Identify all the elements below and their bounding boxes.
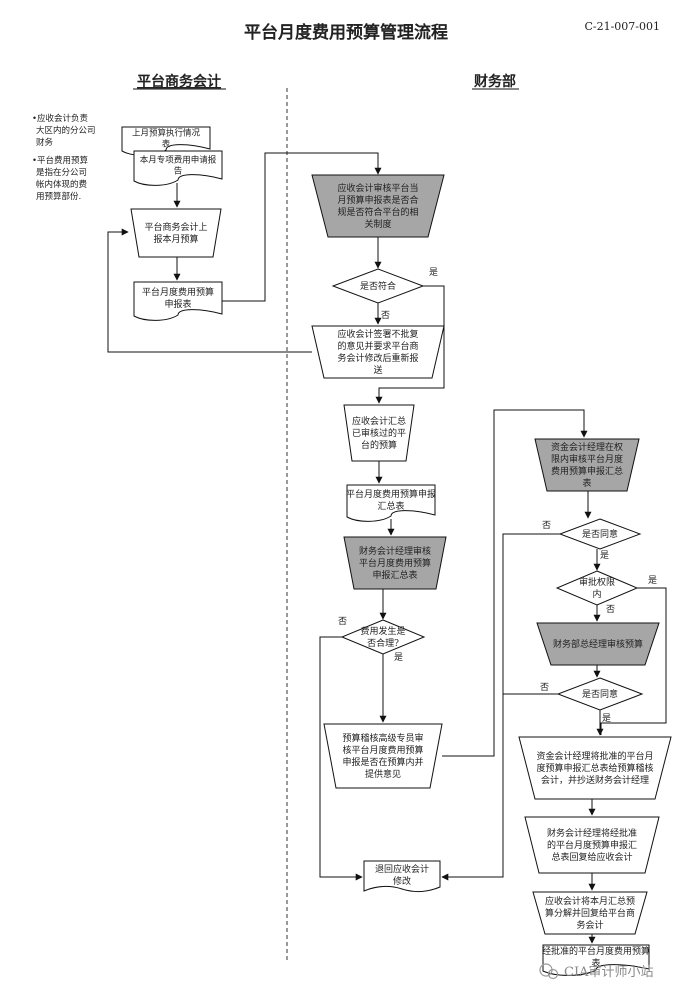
note-1: •应收会计负责大区内的分公司财务 [32, 113, 96, 148]
step-reject-return: 应收会计签署不批复的意见并要求平台商务会计修改后重新报送 [311, 325, 445, 379]
decision-comply-label: 是否符合 [360, 280, 396, 292]
decision-agree-1: 是否同意 [558, 518, 642, 550]
flow-shapes: 上月预算执行情况表本月专项费用申请报告平台商务会计上报本月预算平台月度费用预算申… [121, 126, 672, 976]
arrow-agree1-no [441, 533, 560, 881]
doc-budget-application-label: 平台月度费用预算申报表 [142, 286, 214, 310]
decision-reasonable-label: 费用发生是否合理? [360, 625, 405, 649]
watermark-text: CIA审计师小站 [564, 965, 653, 980]
step-manager-review: 财务会计经理审核平台月度费用预算申报汇总表 [343, 536, 447, 590]
step-senior-audit: 预算稽核高级专员审核平台月度费用预算申报是否在预算内并提供意见 [323, 723, 443, 789]
decision-agree-2: 是否同意 [556, 677, 644, 711]
decision-agree-2-label: 是否同意 [582, 688, 618, 700]
step-summarize-label: 应收会计汇总已审核过的平台的预算 [352, 415, 406, 451]
lane-header-right: 财务部 [473, 73, 516, 90]
wechat-icon-bubble [547, 968, 559, 980]
label-reasonable-no: 否 [338, 616, 347, 627]
step-submit-budget-label: 平台商务会计上报本月预算 [144, 221, 207, 245]
arrow-reasonable-no [319, 636, 363, 881]
document-code: C-21-007-001 [584, 20, 660, 33]
label-authority-no: 否 [606, 604, 615, 615]
step-fund-manager-approve: 资金会计经理将批准的平台月度预算申报汇总表给预算稽核会计，并抄送财务会计经理 [518, 736, 672, 800]
doc-budget-summary-label: 平台月度费用预算申报汇总表 [346, 488, 436, 512]
doc-special-request-label: 本月专项费用申请报告 [140, 154, 217, 176]
step-decompose-budget: 应收会计将本月汇总预算分解并回复给平台商务会计 [532, 891, 648, 935]
step-summarize: 应收会计汇总已审核过的平台的预算 [343, 404, 415, 462]
watermark: CIA审计师小站 [539, 963, 653, 980]
doc-special-request: 本月专项费用申请报告 [133, 150, 223, 186]
label-authority-yes: 是 [648, 575, 657, 586]
decision-authority: 审批权限内 [555, 570, 639, 606]
arrow-comply-yes [375, 285, 445, 404]
label-agree2-no: 否 [540, 682, 549, 693]
decision-reasonable: 费用发生是否合理? [340, 619, 426, 655]
step-fund-manager-approve-label: 资金会计经理将批准的平台月度预算申报汇总表给预算稽核会计，并抄送财务会计经理 [536, 750, 653, 786]
step-fund-manager-review-label: 资金会计经理在权限内审核平台月度费用预算申报汇总表 [551, 441, 623, 489]
doc-exec-report: 上月预算执行情况表 [121, 126, 211, 156]
step-gm-review-label: 财务部总经理审核预算 [553, 638, 643, 650]
label-agree1-no: 否 [542, 520, 551, 531]
step-finance-manager-approve: 财务会计经理将经批准的平台月度预算申报汇总表回复给应收会计 [524, 816, 660, 874]
step-manager-review-label: 财务会计经理审核平台月度费用预算申报汇总表 [359, 545, 431, 581]
decision-comply: 是否符合 [331, 268, 425, 304]
page-title: 平台月度费用预算管理流程 [244, 22, 448, 43]
doc-approved-budget-label: 经批准的平台月度费用预算表 [542, 945, 650, 969]
step-reject-return-label: 应收会计签署不批复的意见并要求平台商务会计修改后重新报送 [337, 328, 418, 376]
step-review-application: 应收会计审核平台当月预算申报表是否合规是否符合平台的相关制度 [311, 174, 445, 238]
step-fund-manager-review: 资金会计经理在权限内审核平台月度费用预算申报汇总表 [534, 438, 640, 492]
step-gm-review: 财务部总经理审核预算 [536, 622, 660, 666]
label-reasonable-yes: 是 [394, 652, 403, 663]
doc-budget-application: 平台月度费用预算申报表 [133, 281, 223, 321]
step-return-revise: 退回应收会计修改 [363, 860, 441, 893]
label-agree1-yes: 是 [600, 550, 609, 561]
step-senior-audit-label: 预算稽核高级专员审核平台月度费用预算申报是否在预算内并提供意见 [342, 732, 423, 780]
doc-exec-report-label: 上月预算执行情况表 [132, 127, 201, 149]
step-submit-budget: 平台商务会计上报本月预算 [130, 208, 222, 258]
label-comply-no: 否 [381, 310, 390, 321]
step-return-revise-label: 退回应收会计修改 [375, 863, 429, 887]
step-review-application-label: 应收会计审核平台当月预算申报表是否合规是否符合平台的相关制度 [337, 182, 418, 230]
arrow-senior-to-fund [442, 409, 588, 757]
arrow-reject-to-submit [107, 228, 312, 353]
decision-authority-label: 审批权限内 [579, 576, 615, 600]
note-2: •平台费用预算是指在分公司帐内体现的费用预算部份. [32, 155, 89, 202]
label-comply-yes: 是 [429, 267, 438, 278]
step-finance-manager-approve-label: 财务会计经理将经批准的平台月度预算申报汇总表回复给应收会计 [547, 827, 637, 863]
step-decompose-budget-label: 应收会计将本月汇总预算分解并回复给平台商务会计 [545, 895, 635, 931]
flow-connectors [107, 152, 667, 944]
label-agree2-yes: 是 [602, 713, 611, 724]
arrow-authority-yes [600, 587, 667, 735]
lane-header-left: 平台商务会计 [137, 73, 221, 90]
doc-approved-budget: 经批准的平台月度费用预算表 [542, 944, 650, 976]
arrow-apply-to-review [222, 152, 382, 302]
decision-agree-1-label: 是否同意 [582, 528, 618, 540]
doc-budget-summary: 平台月度费用预算申报汇总表 [346, 484, 436, 522]
